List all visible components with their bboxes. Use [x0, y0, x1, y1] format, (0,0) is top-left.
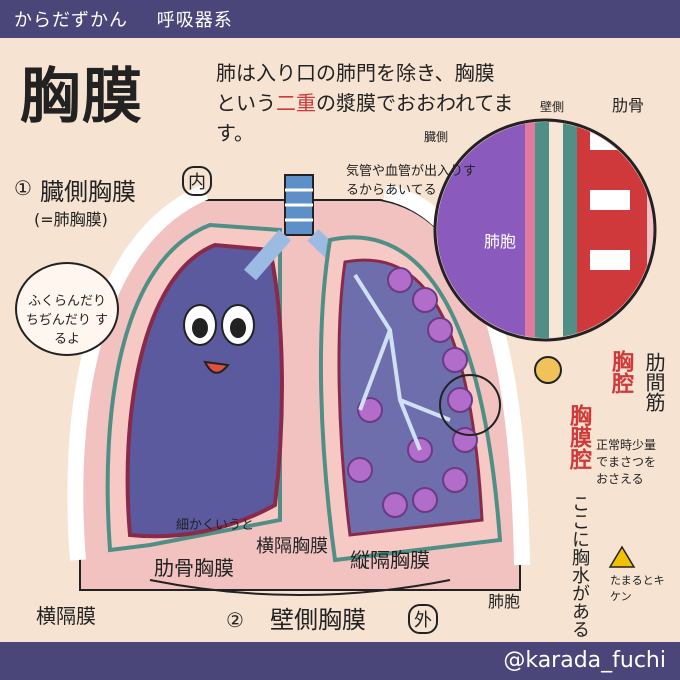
intercostal-label: 肋間筋 — [642, 352, 666, 412]
intro-line1: 肺は入り口の肺門を除き、胸膜 — [216, 61, 495, 85]
lightbulb-icon — [534, 356, 562, 384]
category-name: 呼吸器系 — [156, 10, 233, 31]
alveoli-clusters — [347, 267, 478, 518]
rib-zoom-label: 肋骨 — [612, 96, 645, 115]
footer-bar — [0, 642, 680, 680]
warning-icon — [608, 545, 636, 568]
visceral-alt: (=肺胸膜) — [34, 210, 108, 229]
parietal-zoom-label: 壁側 — [540, 100, 565, 114]
mouth — [203, 360, 230, 374]
intro-line2-a: という — [216, 91, 276, 115]
series-name: からだずかん — [14, 10, 128, 31]
header-bar — [0, 0, 680, 38]
costal-label: 肋骨胸膜 — [154, 556, 234, 580]
intro-line2: という二重の漿膜でおおわれてます。 — [216, 88, 546, 148]
warning-text: たまるとキケン — [610, 574, 665, 603]
mediastinal-label: 縦隔胸膜 — [350, 548, 430, 572]
parietal-num: ② — [226, 608, 244, 632]
parietal-side: 外 — [408, 604, 438, 634]
visceral-label: 臓側胸膜 — [40, 178, 136, 206]
visceral-side: 内 — [182, 166, 212, 196]
author-handle: @karada_fuchi — [503, 648, 666, 673]
diaphragm-label: 横隔膜 — [36, 604, 96, 628]
pleural-space-label: 胸膜腔 — [566, 404, 591, 470]
intro-line2-red: 二重 — [276, 91, 316, 115]
diaphragmatic-label: 横隔胸膜 — [256, 536, 328, 557]
parietal-label: 壁側胸膜 — [270, 606, 366, 634]
thoracic-cavity-label: 胸腔 — [608, 350, 633, 394]
parietal-brace — [149, 579, 451, 596]
intro-line2-b: の漿膜でおおわれてます。 — [216, 91, 514, 145]
speech-bubble — [15, 262, 119, 356]
zoom-source — [439, 374, 501, 436]
header-text: からだずかん 呼吸器系 — [14, 6, 255, 32]
fine-note: 細かくいうと — [176, 518, 255, 533]
page-title: 胸膜 — [20, 62, 144, 132]
fluid-note: ここに胸水がある — [569, 494, 590, 638]
intro-text: 肺は入り口の肺門を除き、胸膜 という二重の漿膜でおおわれてます。 — [216, 58, 546, 148]
lung-char-zoom: 肺胞 — [484, 232, 517, 251]
normal-amount-note: 正常時少量でまさつをおさえる — [596, 438, 657, 486]
alveoli-label: 肺胞 — [488, 592, 521, 611]
bubble-text: ふくらんだり ちぢんだり するよ — [25, 294, 109, 347]
visceral-num: ① — [14, 176, 32, 200]
bronchi-note: 気管や血管が出入りするからあいてる — [346, 164, 477, 198]
visceral-zoom-label: 臓側 — [424, 130, 449, 144]
